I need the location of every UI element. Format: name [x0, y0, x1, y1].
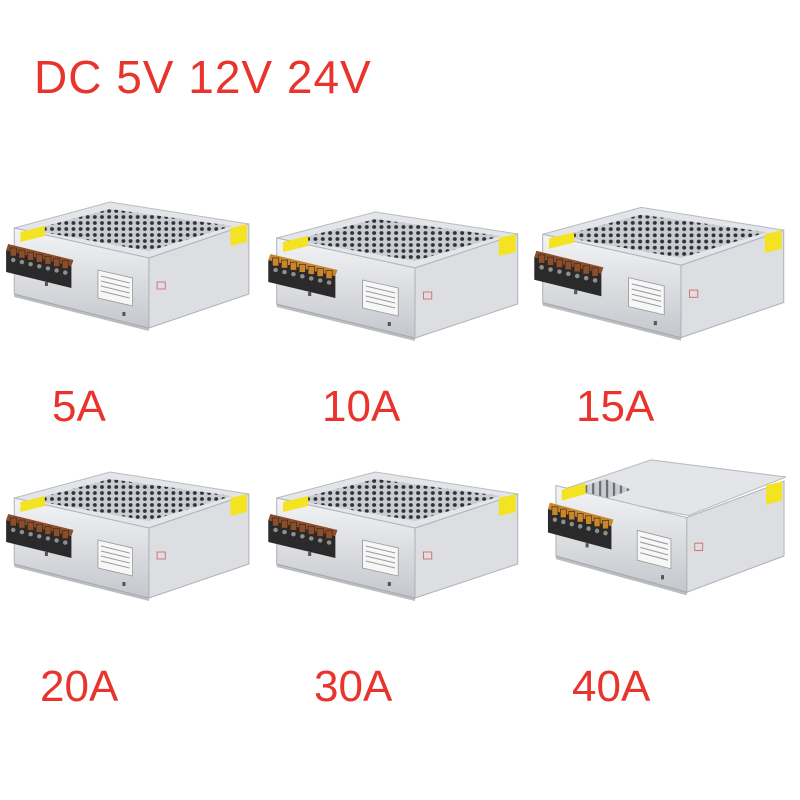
power-supply-drawing [547, 459, 787, 596]
power-supply-drawing [534, 206, 785, 341]
power-supply-40a [542, 445, 790, 605]
current-label-30a: 30A [314, 662, 393, 711]
power-supply-5a [0, 190, 255, 340]
current-label-15a: 15A [576, 382, 655, 431]
current-label-20a: 20A [40, 662, 119, 711]
current-label-40a: 40A [572, 662, 651, 711]
voltage-title: DC 5V 12V 24V [34, 51, 372, 103]
power-supply-drawing [6, 471, 250, 601]
power-supply-drawing [6, 201, 250, 331]
power-supply-drawing [268, 471, 519, 601]
power-supply-20a [0, 460, 255, 610]
power-supply-drawing [268, 211, 519, 341]
current-label-10a: 10A [322, 382, 401, 431]
power-supply-10a [262, 200, 524, 350]
current-label-5a: 5A [52, 382, 106, 431]
power-supply-15a [528, 195, 790, 350]
power-supply-30a [262, 460, 524, 610]
